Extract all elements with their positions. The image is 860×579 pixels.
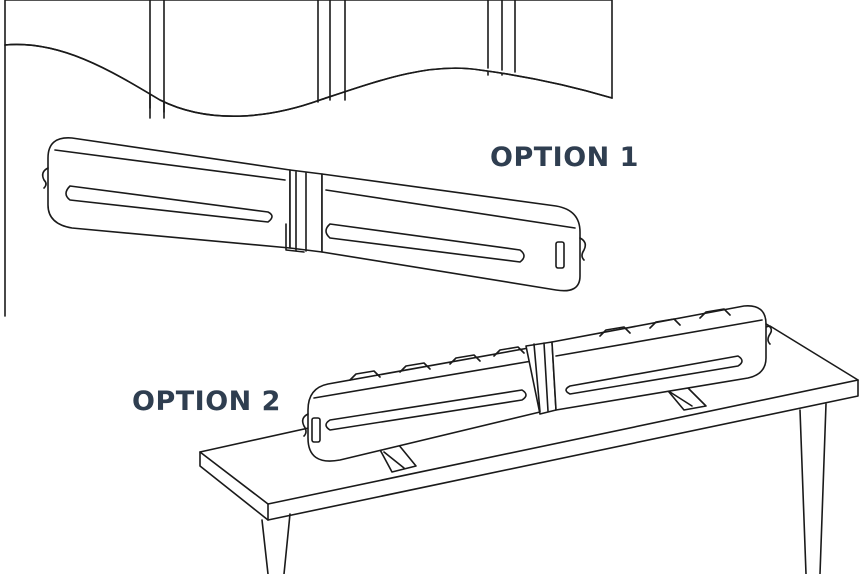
table-leg-right [799, 403, 827, 575]
option-2-label: OPTION 2 [132, 386, 281, 417]
wall-scene [4, 0, 613, 317]
soundbar-table [301, 305, 773, 462]
table-leg-left [261, 513, 291, 575]
wall-panel [4, 0, 613, 117]
soundbar-wall [41, 137, 587, 292]
option-1-label: OPTION 1 [490, 142, 639, 173]
